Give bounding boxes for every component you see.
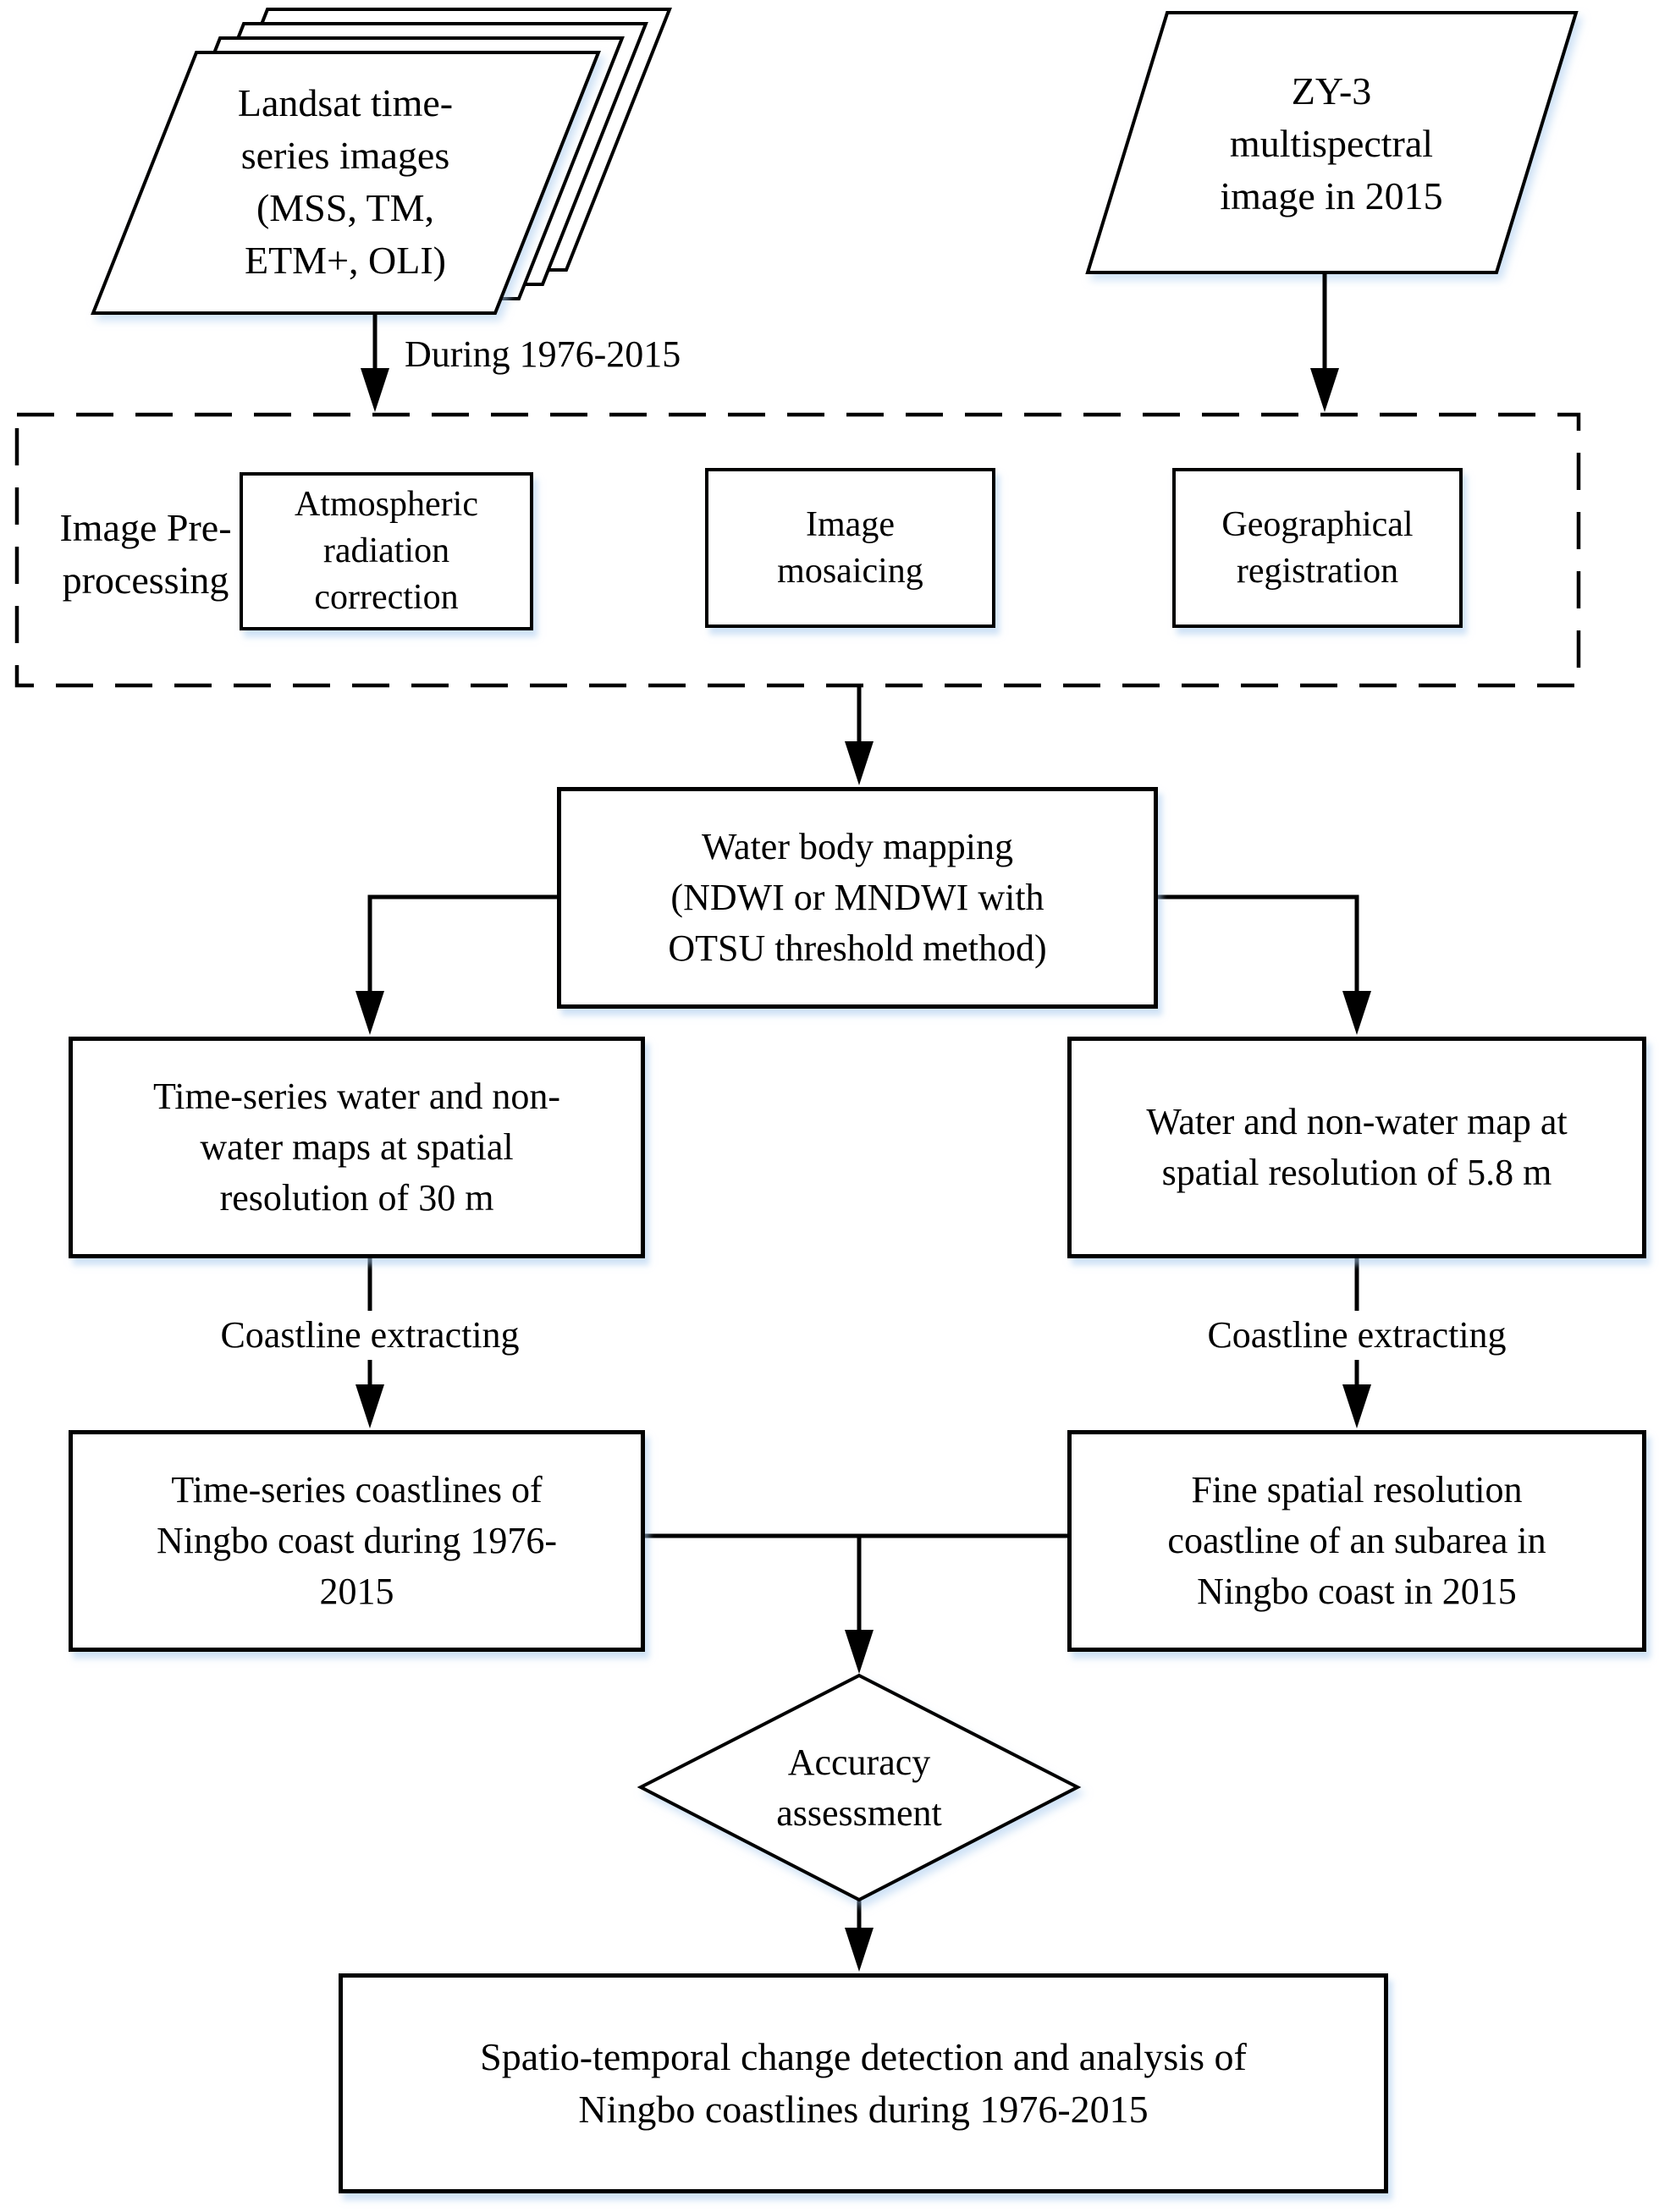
branch-watermapping-to-landsatmaps [367, 894, 557, 995]
arrowhead-down-icon [356, 991, 384, 1035]
arrowhead-down-icon [845, 741, 874, 785]
landsat-stack-front-page [91, 51, 601, 315]
water-body-mapping-box: Water body mapping (NDWI or MNDWI with O… [557, 787, 1158, 1009]
during-period-label: During 1976-2015 [405, 333, 681, 375]
arrowhead-down-icon [845, 1630, 874, 1674]
connector-lines [367, 272, 1359, 1931]
preprocessing-dashed-box [14, 412, 1581, 688]
zy3-input-label: ZY-3 multispectral image in 2015 [1220, 69, 1443, 217]
fine-resolution-coastline-box: Fine spatial resolution coastline of an … [1067, 1430, 1646, 1652]
geographical-registration-box: Geographical registration [1172, 468, 1463, 628]
accuracy-diamond-shape [637, 1673, 1082, 1902]
preprocessing-group-label: Image Pre- processing [59, 506, 232, 602]
landsat-stack-shape [91, 8, 672, 315]
arrowhead-down-icon [1342, 1384, 1371, 1428]
image-mosaicing-box: Image mosaicing [705, 468, 995, 628]
spatiotemporal-analysis-box: Spatio-temporal change detection and ana… [339, 1973, 1388, 2193]
accuracy-assessment-label: Accuracy assessment [776, 1741, 942, 1834]
arrowheads [356, 368, 1371, 1972]
arrowhead-down-icon [845, 1928, 874, 1972]
timeseries-coastlines-box: Time-series coastlines of Ningbo coast d… [69, 1430, 645, 1652]
arrowhead-down-icon [1342, 991, 1371, 1035]
timeseries-water-maps-box: Time-series water and non- water maps at… [69, 1037, 645, 1258]
arrowhead-down-icon [361, 368, 389, 412]
zy3-water-map-box: Water and non-water map at spatial resol… [1067, 1037, 1646, 1258]
coastline-extracting-left-label: Coastline extracting [207, 1311, 533, 1360]
zy3-parallelogram-shape [1085, 11, 1579, 274]
landsat-input-label: Landsat time- series images (MSS, TM, ET… [237, 81, 454, 282]
arrowhead-down-icon [1310, 368, 1339, 412]
arrowhead-down-icon [356, 1384, 384, 1428]
coastline-extracting-right-label: Coastline extracting [1193, 1311, 1520, 1360]
branch-watermapping-to-zy3map [1158, 894, 1359, 995]
atmospheric-correction-box: Atmospheric radiation correction [240, 472, 533, 630]
